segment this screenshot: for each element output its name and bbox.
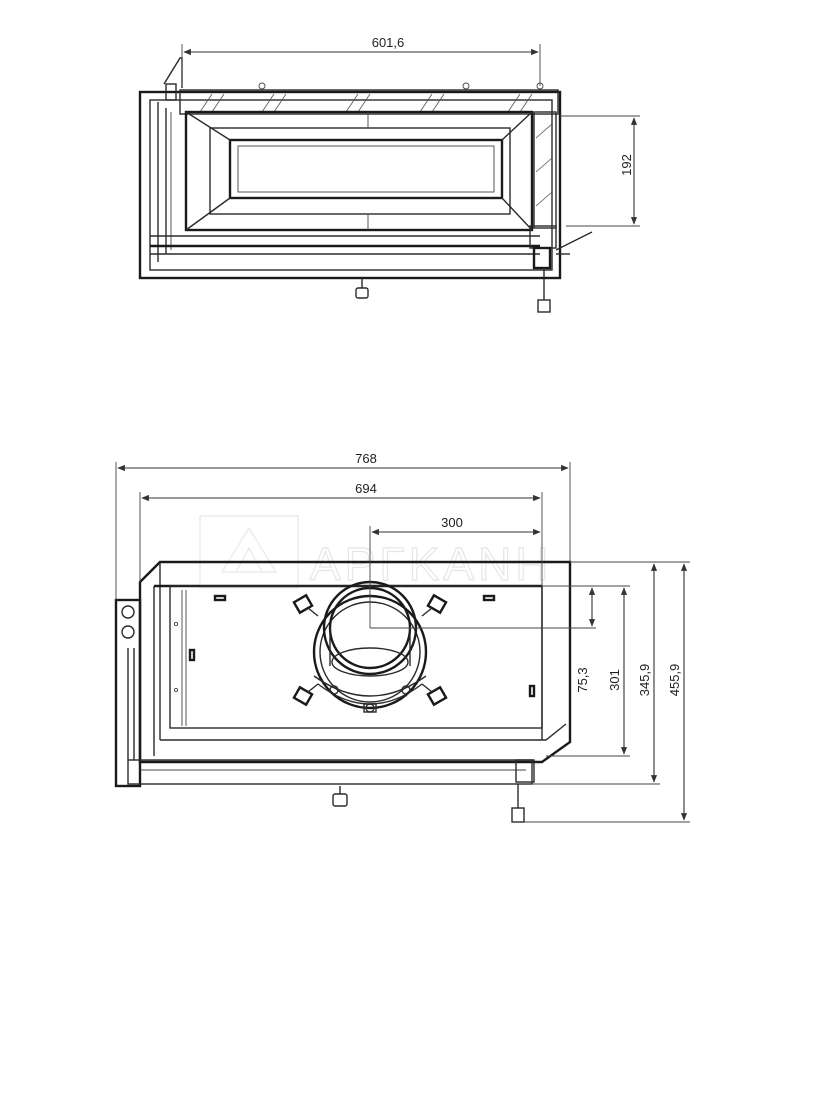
foot-adjuster-front-left: [332, 793, 348, 807]
flue-clamps: [292, 593, 448, 707]
watermark: ΑΡΓΚΑΝΗ: [199, 515, 553, 591]
dim-label-192: 192: [619, 154, 634, 176]
firebox-back-panel: [228, 138, 504, 200]
air-knob-icon: [121, 605, 135, 619]
firebox-outline: [184, 110, 534, 232]
dim-depth-top: 192: [560, 115, 640, 227]
dim-inner-width: 694: [139, 481, 543, 586]
front-view: 768 694 300 75,3 301: [114, 451, 690, 823]
dim-flue-center-height: 75,3: [575, 587, 596, 693]
top-wall: [179, 89, 559, 115]
top-wall-hatching: [199, 93, 533, 113]
foot-adjuster-front-right: [511, 807, 525, 823]
foot-adjuster-right: [537, 299, 551, 313]
dim-flue-offset: 300: [369, 515, 541, 628]
air-knob-icon-2: [121, 625, 135, 639]
firebox-opening: [169, 585, 543, 729]
dim-glass-height: 345,9: [637, 563, 658, 783]
top-view: 601,6 192: [138, 35, 640, 313]
foot-adjuster-left: [355, 287, 369, 299]
watermark-logo-mark: [220, 526, 278, 573]
dim-label-601: 601,6: [372, 35, 405, 50]
dim-label-455-9: 455,9: [667, 664, 682, 697]
watermark-text: ΑΡΓΚΑΝΗ: [310, 538, 553, 590]
firebox-middle: [209, 127, 511, 215]
bottom-base: [127, 759, 533, 785]
dim-label-300: 300: [441, 515, 463, 530]
dim-outer-width: 768: [115, 451, 571, 600]
dim-opening-height: 301: [607, 587, 628, 755]
dim-width-top: 601,6: [181, 35, 541, 86]
dim-total-height: 455,9: [667, 563, 688, 821]
right-wall-hatching: [535, 123, 553, 207]
dim-label-345-9: 345,9: [637, 664, 652, 697]
dim-label-301: 301: [607, 669, 622, 691]
watermark-logo-box: [199, 515, 299, 589]
top-view-outer-body: [138, 90, 562, 280]
right-wall: [533, 111, 557, 229]
dim-label-75-3: 75,3: [575, 667, 590, 692]
top-view-inner-body: [149, 99, 553, 271]
dim-label-768: 768: [355, 451, 377, 466]
dim-label-694: 694: [355, 481, 377, 496]
